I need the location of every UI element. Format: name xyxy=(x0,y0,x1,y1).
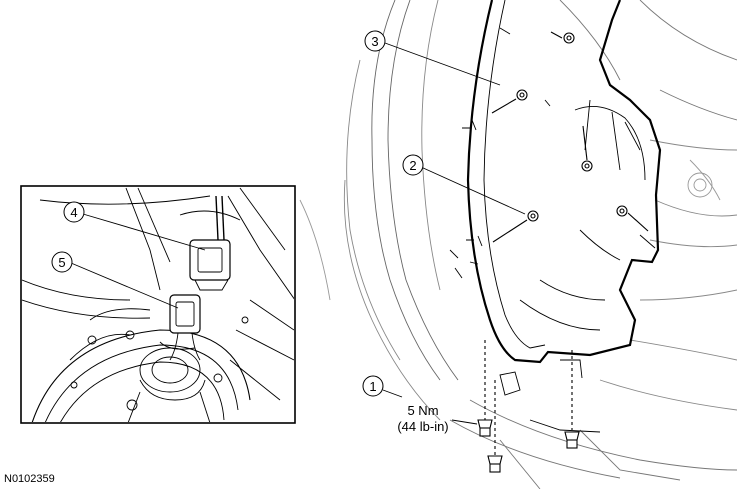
screw-lower-left xyxy=(477,340,503,473)
callout-4: 4 xyxy=(63,201,85,223)
torque-imperial: (44 lb-in) xyxy=(397,419,448,434)
screw-lower-right xyxy=(564,350,580,449)
inset-detail: 4 5 xyxy=(20,185,296,424)
callout-2: 2 xyxy=(402,154,424,176)
callout-1: 1 xyxy=(362,375,384,397)
callout-2-label: 2 xyxy=(409,158,416,173)
callout-5: 5 xyxy=(51,251,73,273)
callout-3-label: 3 xyxy=(371,34,378,49)
callout-5-label: 5 xyxy=(58,255,65,270)
callout-3: 3 xyxy=(364,30,386,52)
splash-shield-outline xyxy=(466,0,662,364)
pin-clips xyxy=(491,31,649,243)
torque-metric: 5 Nm xyxy=(407,403,438,418)
leader-line-5 xyxy=(70,262,179,309)
leader-line-1 xyxy=(382,389,403,398)
leader-line-2 xyxy=(420,166,526,215)
headlamp-housing xyxy=(22,187,294,422)
fender-area xyxy=(299,0,737,489)
figure-id: N0102359 xyxy=(4,473,55,485)
inset-frame xyxy=(20,185,296,424)
leader-line-4 xyxy=(82,213,206,251)
callout-1-label: 1 xyxy=(369,379,376,394)
leader-line-3 xyxy=(384,42,501,86)
leader-line-torque xyxy=(451,419,478,425)
callout-4-label: 4 xyxy=(70,205,77,220)
